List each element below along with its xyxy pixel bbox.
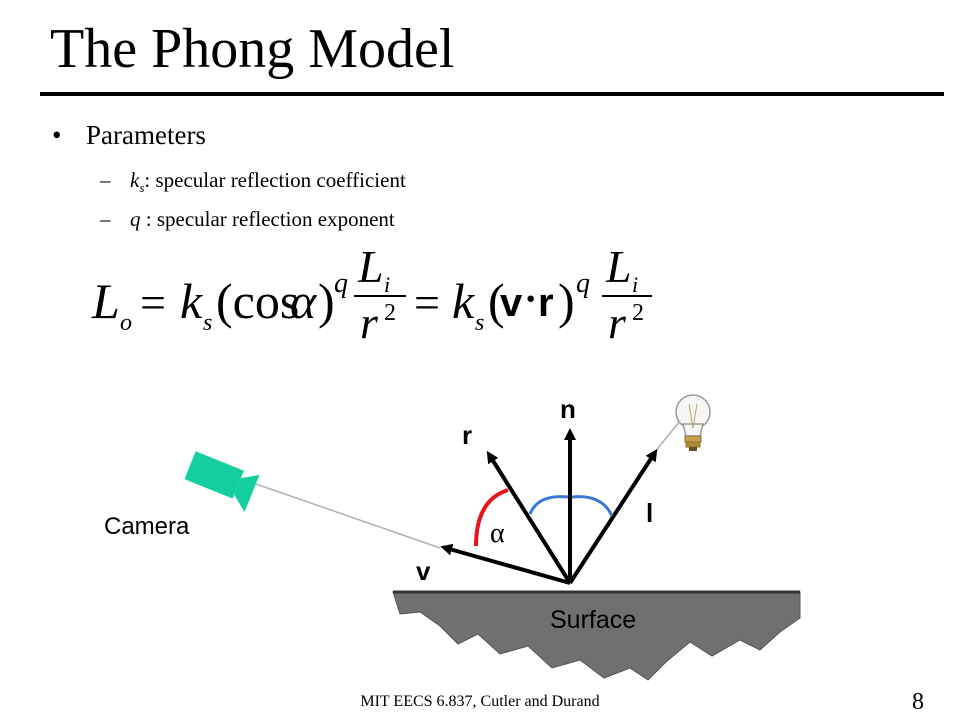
alpha-arc <box>474 488 509 547</box>
eq-close-1: ) <box>318 273 335 329</box>
symbol-k: k <box>130 168 140 192</box>
bullet-label: Parameters <box>86 120 206 150</box>
label-camera: Camera <box>104 513 190 540</box>
camera-ray <box>255 483 441 549</box>
light-vector-l <box>568 448 658 585</box>
eq-q1: q <box>334 268 348 299</box>
normal-angle-arc-right <box>571 495 614 517</box>
sub-item-dash: – <box>100 207 111 231</box>
label-l: l <box>646 498 653 528</box>
label-r: r <box>462 420 472 450</box>
eq-alpha: α <box>290 273 318 329</box>
sub-item-text: : specular reflection coefficient <box>144 168 406 192</box>
footer-credit: MIT EECS 6.837, Cutler and Durand <box>360 693 600 710</box>
symbol-q: q <box>130 207 141 231</box>
eq-open-2: ( <box>488 273 505 329</box>
camera-icon <box>184 451 260 512</box>
eq-dot: · <box>524 276 537 321</box>
eq-equals-2: = <box>414 277 440 328</box>
eq-k1: k <box>180 273 203 329</box>
slide-title: The Phong Model <box>50 18 455 80</box>
reflection-vector-r <box>486 450 572 585</box>
title-underline <box>40 92 944 96</box>
eq-q2: q <box>576 268 590 299</box>
light-bulb-icon <box>675 394 711 451</box>
eq-frac2-den-sup: 2 <box>632 300 644 326</box>
eq-frac2-den: r <box>608 297 627 348</box>
phong-equation: L o = k s (cos α ) q L i r 2 = k s ( v ·… <box>91 241 652 348</box>
eq-frac2-num-sub: i <box>632 272 638 297</box>
eq-equals-1: = <box>140 277 166 328</box>
symbol-k-subscript: s <box>139 180 145 196</box>
page-number: 8 <box>912 689 924 715</box>
eq-frac1-num: L <box>357 241 384 292</box>
eq-v: v <box>500 281 523 325</box>
normal-angle-arc-left <box>528 495 569 515</box>
eq-lhs: L <box>91 273 120 329</box>
eq-cos: (cos <box>216 273 299 329</box>
eq-close-2: ) <box>558 273 575 329</box>
eq-r: r <box>538 281 554 325</box>
view-vector-v <box>440 543 571 585</box>
eq-frac2-num: L <box>605 241 632 292</box>
sub-item-dash: – <box>100 168 111 192</box>
sub-item-ks: –ks: specular reflection coefficient <box>100 167 406 201</box>
bullet-parameters: • Parameters <box>52 118 206 152</box>
eq-k2-sub: s <box>475 310 484 336</box>
surface-shape <box>392 591 801 681</box>
eq-frac1-den: r <box>360 297 379 348</box>
eq-k1-sub: s <box>203 310 212 336</box>
label-surface: Surface <box>550 606 636 634</box>
label-v: v <box>416 556 431 586</box>
eq-frac1-den-sup: 2 <box>384 300 396 326</box>
sub-item-text: : specular reflection exponent <box>140 207 395 231</box>
eq-lhs-sub: o <box>120 310 132 336</box>
label-alpha: α <box>490 518 505 549</box>
sub-item-q: –q : specular reflection exponent <box>100 206 395 232</box>
eq-k2: k <box>452 273 475 329</box>
label-n: n <box>560 394 576 424</box>
eq-frac1-num-sub: i <box>384 272 390 297</box>
bullet-dot: • <box>52 120 62 150</box>
